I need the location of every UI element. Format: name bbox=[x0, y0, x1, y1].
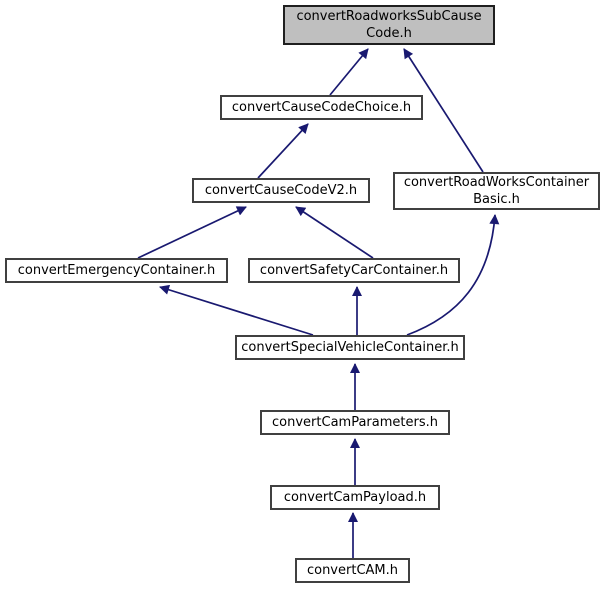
node-label: convertRoadworksSubCause bbox=[296, 9, 482, 24]
graph-node-convertCAM.h[interactable]: convertCAM.h bbox=[295, 558, 410, 583]
node-label: convertCamParameters.h bbox=[272, 415, 438, 430]
edge-convertSpecialVehicleContainer.h-to-convertEmergencyContainer.h bbox=[159, 284, 314, 336]
edge-convertCauseCodeChoice.h-to-convertRoadworksSubCauseCode.h bbox=[329, 48, 369, 96]
node-label: convertRoadWorksContainer bbox=[403, 175, 590, 190]
edge-convertSafetyCarContainer.h-to-convertCauseCodeV2.h bbox=[295, 206, 374, 259]
graph-node-convertCauseCodeChoice.h[interactable]: convertCauseCodeChoice.h bbox=[220, 95, 423, 120]
node-label: convertEmergencyContainer.h bbox=[17, 263, 216, 278]
graph-node-convertCamParameters.h[interactable]: convertCamParameters.h bbox=[260, 410, 450, 435]
node-label: convertCauseCodeChoice.h bbox=[231, 100, 412, 115]
node-label: convertSpecialVehicleContainer.h bbox=[241, 340, 459, 355]
node-label: convertSafetyCarContainer.h bbox=[259, 263, 449, 278]
node-label: convertCauseCodeV2.h bbox=[204, 183, 358, 198]
node-label: convertCamPayload.h bbox=[283, 490, 427, 505]
graph-node-convertSpecialVehicleContainer.h[interactable]: convertSpecialVehicleContainer.h bbox=[235, 335, 465, 360]
node-label: Code.h bbox=[366, 26, 412, 41]
node-label: convertCAM.h bbox=[306, 563, 399, 578]
edge-convertEmergencyContainer.h-to-convertCauseCodeV2.h bbox=[137, 206, 247, 259]
graph-node-convertSafetyCarContainer.h[interactable]: convertSafetyCarContainer.h bbox=[248, 258, 460, 283]
graph-node-convertEmergencyContainer.h[interactable]: convertEmergencyContainer.h bbox=[5, 258, 228, 283]
graph-node-convertCamPayload.h[interactable]: convertCamPayload.h bbox=[270, 485, 440, 510]
graph-node-convertCauseCodeV2.h[interactable]: convertCauseCodeV2.h bbox=[192, 178, 370, 203]
edge-convertCauseCodeV2.h-to-convertCauseCodeChoice.h bbox=[257, 123, 309, 179]
node-label: Basic.h bbox=[473, 192, 520, 207]
